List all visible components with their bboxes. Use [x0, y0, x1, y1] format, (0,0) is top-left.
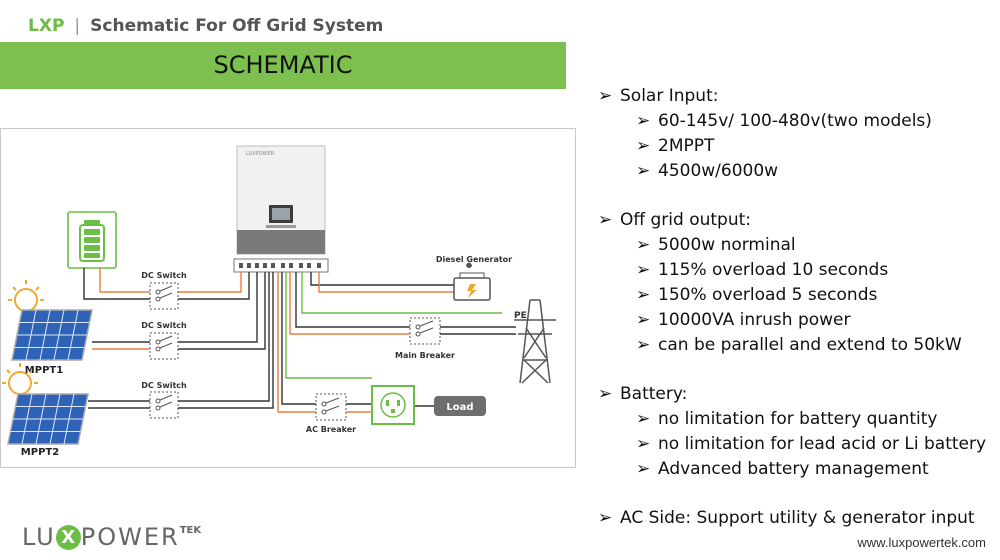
solar-panel-icon-1 [11, 309, 93, 361]
main-breaker-label: Main Breaker [395, 351, 455, 360]
arrow-bullet-icon: ➢ [636, 409, 651, 429]
ac-outlet-icon [371, 385, 415, 425]
arrow-bullet-icon: ➢ [598, 210, 613, 230]
spec-item: ➢150% overload 5 seconds [598, 283, 998, 308]
spec-item: ➢no limitation for lead acid or Li batte… [598, 432, 998, 457]
arrow-bullet-icon: ➢ [636, 459, 651, 479]
arrow-bullet-icon: ➢ [636, 111, 651, 131]
spec-item: ➢5000w norminal [598, 233, 998, 258]
arrow-bullet-icon: ➢ [636, 136, 651, 156]
spec-item: ➢10000VA inrush power [598, 308, 998, 333]
diesel-generator-label: Diesel Generator [436, 255, 512, 264]
pe-label: PE [514, 311, 527, 321]
brand-text: LXP [28, 16, 65, 36]
arrow-bullet-icon: ➢ [636, 285, 651, 305]
battery-icon [67, 211, 117, 269]
main-breaker-icon [409, 317, 441, 345]
arrow-bullet-icon: ➢ [636, 335, 651, 355]
ac-breaker-icon [315, 393, 347, 421]
battery-wire-out-b [178, 272, 250, 300]
dc-switch-label-2: DC Switch [141, 321, 187, 330]
schematic-banner: SCHEMATIC [0, 42, 566, 89]
dc-switch-icon-1 [149, 282, 179, 310]
spec-heading-ac-side: ➢AC Side: Support utility & generator in… [598, 506, 998, 531]
arrow-bullet-icon: ➢ [636, 161, 651, 181]
sun-icon-1 [8, 280, 44, 312]
battery-wire-pos [99, 268, 150, 293]
page-title: Schematic For Off Grid System [90, 16, 384, 36]
header-separator: | [74, 16, 81, 36]
battery-wire-neg [83, 268, 150, 300]
arrow-bullet-icon: ➢ [636, 434, 651, 454]
battery-wire-out-a [178, 272, 242, 293]
spec-heading-solar: ➢Solar Input: [598, 84, 998, 109]
diesel-generator-icon [453, 262, 491, 301]
dc-switch-label-3: DC Switch [141, 381, 187, 390]
arrow-bullet-icon: ➢ [598, 384, 613, 404]
spec-item: ➢no limitation for battery quantity [598, 407, 998, 432]
spec-item: ➢2MPPT [598, 134, 998, 159]
arrow-bullet-icon: ➢ [636, 310, 651, 330]
dc-switch-icon-3 [149, 391, 179, 419]
load-label: Load [446, 402, 473, 413]
logo-x-icon: X [55, 525, 81, 550]
schematic-diagram: LUXPOWER [0, 128, 576, 468]
spec-item: ➢Advanced battery management [598, 457, 998, 482]
spec-item: ➢60-145v/ 100-480v(two models) [598, 109, 998, 134]
spec-heading-offgrid: ➢Off grid output: [598, 208, 998, 233]
arrow-bullet-icon: ➢ [636, 235, 651, 255]
solar-panel-icon-2 [7, 393, 89, 445]
spec-item: ➢4500w/6000w [598, 159, 998, 184]
mppt1-label: MPPT1 [25, 365, 63, 376]
inverter-icon: LUXPOWER [236, 145, 326, 255]
load-box: Load [434, 396, 486, 416]
arrow-bullet-icon: ➢ [598, 508, 613, 528]
dc-switch-icon-2 [149, 332, 179, 360]
svg-text:LUXPOWER: LUXPOWER [246, 151, 275, 157]
spec-list: ➢Solar Input: ➢60-145v/ 100-480v(two mod… [598, 84, 998, 531]
arrow-bullet-icon: ➢ [636, 260, 651, 280]
dc-switch-label-1: DC Switch [141, 271, 187, 280]
header: LXP | Schematic For Off Grid System [28, 16, 383, 36]
power-pylon-icon [514, 299, 556, 384]
spec-heading-battery: ➢Battery: [598, 382, 998, 407]
terminal-block [233, 258, 329, 273]
mppt2-label: MPPT2 [21, 447, 59, 458]
arrow-bullet-icon: ➢ [598, 86, 613, 106]
website-url: www.luxpowertek.com [857, 535, 986, 550]
ac-breaker-label: AC Breaker [306, 425, 356, 434]
spec-item: ➢115% overload 10 seconds [598, 258, 998, 283]
spec-item: ➢can be parallel and extend to 50kW [598, 333, 998, 358]
